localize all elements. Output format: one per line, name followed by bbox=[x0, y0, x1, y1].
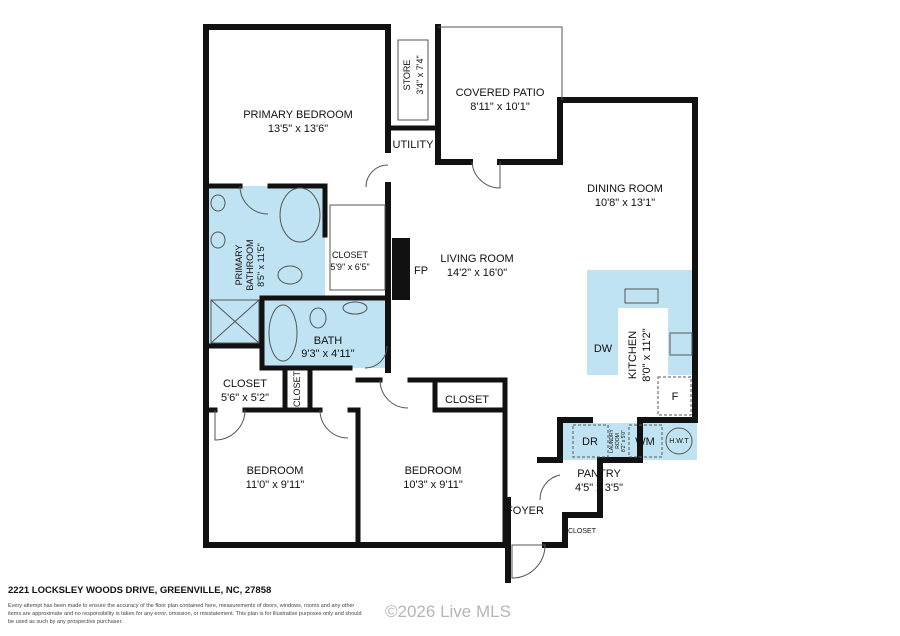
door[interactable] bbox=[214, 409, 246, 441]
laundry-name2: ROOM bbox=[615, 433, 621, 449]
property-address: 2221 LOCKSLEY WOODS DRIVE, GREENVILLE, N… bbox=[8, 585, 272, 596]
door[interactable] bbox=[319, 409, 349, 439]
bedroom1-dims: 11'0" x 9'11" bbox=[246, 479, 305, 491]
bedroom1-name: BEDROOM bbox=[247, 465, 304, 477]
shower-drain-lines bbox=[210, 299, 260, 344]
stove-icon bbox=[669, 332, 693, 356]
tub-icon bbox=[268, 304, 298, 362]
closet-left-dims: 5'6" x 5'2" bbox=[221, 392, 269, 404]
patio-dims: 8'11" x 10'1" bbox=[470, 101, 530, 113]
patio-name: COVERED PATIO bbox=[456, 87, 545, 99]
door[interactable] bbox=[239, 185, 269, 215]
primary-bath-dims: 8'5" x 11'5" bbox=[256, 243, 266, 287]
shower-icon bbox=[210, 299, 260, 344]
wall bbox=[537, 417, 593, 463]
kitchen-dims: 8'0" x 11'2" bbox=[641, 328, 653, 381]
pantry-name: PANTRY bbox=[577, 468, 621, 480]
wall bbox=[355, 377, 508, 548]
patio-outline bbox=[438, 26, 563, 100]
sink-icon bbox=[342, 301, 368, 315]
wall bbox=[203, 24, 511, 548]
door[interactable] bbox=[364, 345, 388, 369]
fireplace bbox=[392, 238, 410, 300]
dryer-label: DR bbox=[582, 436, 598, 448]
foyer-name: FOYER bbox=[506, 505, 544, 517]
wall bbox=[432, 377, 503, 413]
toilet-icon bbox=[277, 265, 303, 285]
door[interactable] bbox=[539, 474, 561, 501]
store-name: STORE bbox=[402, 60, 412, 91]
fridge-outline bbox=[657, 376, 692, 416]
hwt-label: H.W.T bbox=[669, 438, 689, 445]
closet-small-name: CLOSET bbox=[292, 370, 302, 407]
bedroom2-name: BEDROOM bbox=[405, 465, 462, 477]
sink-icon bbox=[210, 231, 226, 249]
store-shelf bbox=[397, 39, 429, 121]
utility-name: UTILITY bbox=[393, 139, 435, 151]
fridge-label: F bbox=[672, 391, 679, 403]
laundry-dims: 8'2" x 5'0" bbox=[621, 430, 627, 452]
living-name: LIVING ROOM bbox=[440, 253, 513, 265]
disclaimer-text: Every attempt has been made to ensure th… bbox=[8, 603, 362, 625]
living-dims: 14'2" x 16'0" bbox=[447, 267, 507, 279]
toilet-icon bbox=[309, 307, 327, 329]
store-dims: 3'4" x 7'4" bbox=[415, 55, 425, 94]
primary-bedroom-dims: 13'5" x 13'6" bbox=[268, 123, 328, 135]
water-heater-icon bbox=[665, 427, 693, 455]
primary-bath-name2: BATHROOM bbox=[245, 239, 255, 290]
closet-dims: 5'9" x 6'5" bbox=[330, 262, 369, 272]
kitchen-name: KITCHEN bbox=[627, 331, 639, 379]
washer-label: WM bbox=[635, 436, 655, 448]
kitchen-counter bbox=[587, 270, 695, 375]
closet-foyer-name: CLOSET bbox=[568, 528, 597, 535]
wall bbox=[259, 295, 391, 371]
fp-label: FP bbox=[414, 265, 428, 277]
sink-icon bbox=[210, 194, 226, 212]
primary-bedroom-name: PRIMARY BEDROOM bbox=[243, 109, 353, 121]
dining-dims: 10'8" x 13'1" bbox=[595, 197, 655, 209]
sink-icon bbox=[624, 288, 659, 304]
wall bbox=[203, 183, 328, 238]
bath-name: BATH bbox=[314, 335, 343, 347]
dining-name: DINING ROOM bbox=[587, 183, 663, 195]
door[interactable] bbox=[379, 379, 409, 409]
closet-outline bbox=[329, 204, 386, 291]
wall bbox=[203, 365, 361, 413]
bath-dims: 9'3" x 4'11" bbox=[301, 348, 354, 360]
bedroom2-dims: 10'3" x 9'11" bbox=[403, 479, 463, 491]
pantry-dims: 4'5" x 3'5" bbox=[575, 482, 623, 494]
door[interactable] bbox=[471, 161, 501, 189]
front-door[interactable] bbox=[511, 544, 546, 579]
tub-icon bbox=[279, 187, 321, 243]
laundry-name: LAUNDRY bbox=[609, 428, 615, 452]
closet-left-name: CLOSET bbox=[223, 378, 267, 390]
closet-name: CLOSET bbox=[332, 250, 369, 260]
door[interactable] bbox=[365, 164, 389, 188]
dw-label: DW bbox=[594, 343, 613, 355]
bath-area bbox=[263, 298, 388, 368]
closet-bed2-name: CLOSET bbox=[445, 394, 489, 406]
washer-outline bbox=[628, 424, 663, 458]
wall bbox=[435, 24, 698, 548]
primary-bath-name: PRIMARY bbox=[234, 245, 244, 286]
watermark: ©2026 Live MLS bbox=[385, 602, 511, 621]
dryer-outline bbox=[572, 424, 609, 458]
